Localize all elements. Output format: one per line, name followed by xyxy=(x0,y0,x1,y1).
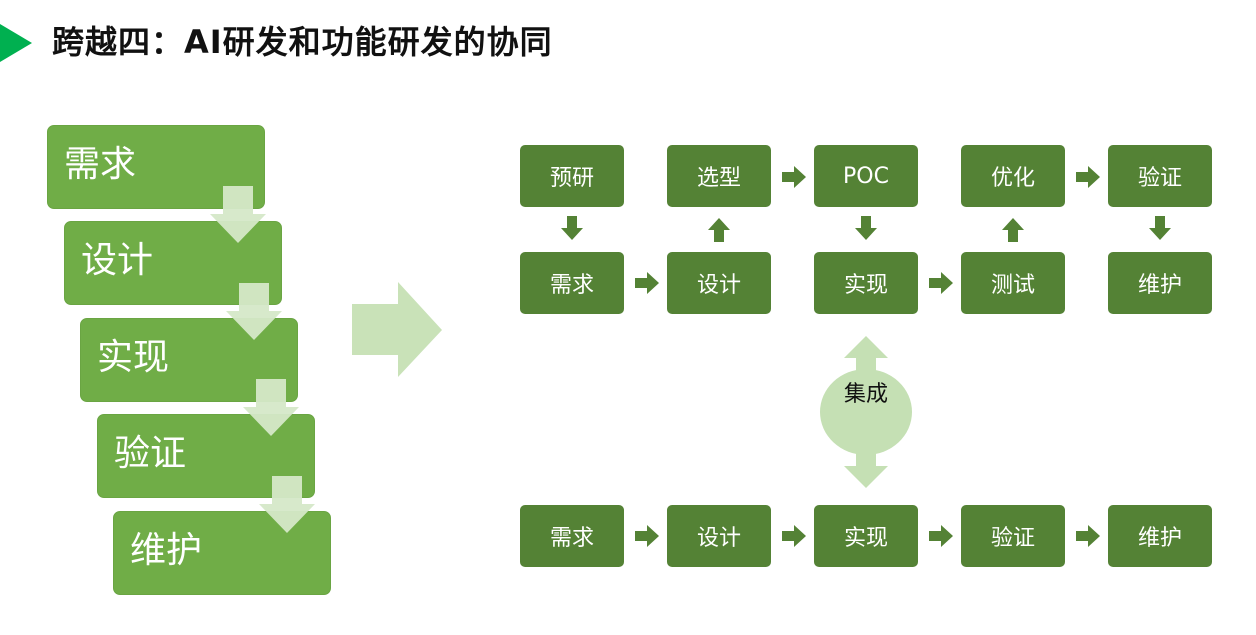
right-arrow-icon xyxy=(1076,166,1100,188)
ai-step-implement: 实现 xyxy=(814,252,918,314)
right-arrow-icon xyxy=(929,272,953,294)
ai-step-validate: 验证 xyxy=(1108,145,1212,207)
down-arrow-icon xyxy=(561,216,583,240)
step-down-arrow-icon xyxy=(243,379,299,436)
func-step-requirement: 需求 xyxy=(520,505,624,567)
right-arrow-icon xyxy=(635,272,659,294)
right-arrow-icon xyxy=(929,525,953,547)
func-step-design: 设计 xyxy=(667,505,771,567)
down-arrow-icon xyxy=(855,216,877,240)
ai-step-research: 预研 xyxy=(520,145,624,207)
down-arrow-icon xyxy=(1149,216,1171,240)
ai-step-requirement: 需求 xyxy=(520,252,624,314)
right-arrow-icon xyxy=(635,525,659,547)
integration-double-arrow-icon xyxy=(820,336,912,488)
func-step-implement: 实现 xyxy=(814,505,918,567)
transition-arrow-icon xyxy=(352,282,442,377)
ai-step-design: 设计 xyxy=(667,252,771,314)
step-requirement: 需求 xyxy=(47,125,265,209)
step-down-arrow-icon xyxy=(226,283,282,340)
func-step-verify: 验证 xyxy=(961,505,1065,567)
func-step-maintain: 维护 xyxy=(1108,505,1212,567)
up-arrow-icon xyxy=(708,218,730,242)
step-down-arrow-icon xyxy=(259,476,315,533)
up-arrow-icon xyxy=(1002,218,1024,242)
integration-label: 集成 xyxy=(843,382,888,407)
ai-step-maintain: 维护 xyxy=(1108,252,1212,314)
ai-step-selection: 选型 xyxy=(667,145,771,207)
page-title: 跨越四：AI研发和功能研发的协同 xyxy=(52,23,553,61)
ai-step-test: 测试 xyxy=(961,252,1065,314)
ai-step-optimize: 优化 xyxy=(961,145,1065,207)
ai-step-poc: POC xyxy=(814,145,918,207)
right-arrow-icon xyxy=(782,166,806,188)
title-marker-icon xyxy=(0,24,32,62)
right-arrow-icon xyxy=(782,525,806,547)
right-arrow-icon xyxy=(1076,525,1100,547)
step-down-arrow-icon xyxy=(210,186,266,243)
